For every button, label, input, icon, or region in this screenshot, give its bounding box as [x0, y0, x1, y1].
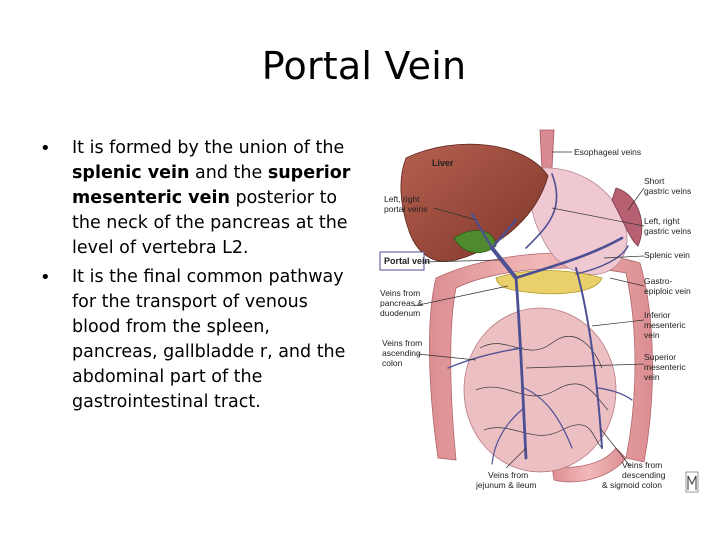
superior-mesenteric-vein-path [514, 276, 528, 460]
label-gastroepiploic-2: epiploic vein [644, 286, 691, 296]
slide-title: Portal Vein [261, 44, 467, 88]
sigmoid-colon-shape [551, 447, 627, 483]
label-inferior-mesenteric-1: Inferior [644, 310, 671, 320]
label-pancreas-veins-3: duodenum [380, 308, 420, 318]
label-inferior-mesenteric-3: vein [644, 330, 660, 340]
bullet-text: and the [189, 163, 268, 183]
leader-line [609, 277, 645, 287]
inferior-mesenteric-vein-path [575, 267, 603, 449]
leader-line [413, 285, 509, 307]
label-short-gastric-2: gastric veins [644, 186, 691, 196]
small-intestine-shape [463, 307, 617, 473]
large-intestine-shape [429, 252, 653, 463]
leader-line [599, 427, 631, 467]
label-superior-mesenteric-3: vein [644, 372, 660, 382]
leader-line [423, 259, 501, 263]
label-ascending-colon-1: Veins from [382, 338, 422, 348]
label-jejunum-ileum-1: Veins from [488, 470, 528, 480]
label-portal-veins-2: portal veins [384, 204, 427, 214]
label-superior-mesenteric-2: mesenteric [644, 362, 686, 372]
small-intestine-fold [483, 424, 603, 449]
spleen-shape [611, 187, 643, 247]
ascending-colon-vein-path [447, 347, 523, 369]
bold-term-splenic-vein: splenic vein [72, 163, 190, 183]
label-gastroepiploic-1: Gastro- [644, 276, 673, 286]
bullet-list: It is formed by the union of the splenic… [38, 136, 356, 419]
small-intestine-fold [475, 383, 609, 411]
portal-vein-illustration: Liver Esophageal veins Short gastric vei… [376, 128, 704, 500]
label-short-gastric-1: Short [644, 176, 665, 186]
label-descending-colon-3: & sigmoid colon [602, 480, 662, 490]
gastroepiploic-vein-path [575, 245, 629, 275]
splenic-vein-path [514, 236, 624, 280]
label-splenic-vein: Splenic vein [644, 250, 690, 260]
leader-line [525, 363, 645, 369]
leader-lines [413, 151, 645, 469]
label-descending-colon-1: Veins from [622, 460, 662, 470]
jejunal-vein-path [523, 387, 573, 449]
jejunal-vein-path [491, 407, 525, 465]
anatomy-diagram: Liver Esophageal veins Short gastric vei… [379, 129, 699, 493]
label-descending-colon-2: descending [622, 470, 666, 480]
label-inferior-mesenteric-2: mesenteric [644, 320, 686, 330]
bullet-text: It is formed by the union of the [72, 138, 345, 158]
leader-line [627, 187, 645, 211]
label-lr-gastric-1: Left, right [644, 216, 680, 226]
leader-line [551, 207, 645, 227]
esophagus-shape [539, 129, 555, 171]
portal-vein-label-box [379, 251, 425, 271]
label-portal-veins-1: Left, right [384, 194, 420, 204]
label-ascending-colon-3: colon [382, 358, 403, 368]
label-superior-mesenteric-1: Superior [644, 352, 676, 362]
gastric-vein-path [525, 173, 558, 249]
bullet-item-pathway: It is the final common pathway for the t… [38, 265, 356, 415]
label-liver: Liver [432, 158, 454, 168]
bold-term-superior-mesenteric-vein: superior mesenteric vein [72, 163, 351, 208]
bullet-text: posterior to the neck of the pancreas at… [72, 188, 348, 258]
leader-line [505, 447, 527, 469]
publisher-logo-mark [687, 475, 697, 490]
label-esophageal-veins: Esophageal veins [574, 147, 641, 157]
descending-colon-vein-path [597, 387, 633, 401]
label-pancreas-veins-1: Veins from [380, 288, 420, 298]
label-ascending-colon-2: ascending [382, 348, 421, 358]
leader-line [433, 207, 477, 221]
leader-line [603, 255, 645, 259]
bullet-item-formation: It is formed by the union of the splenic… [38, 136, 356, 261]
leader-line [417, 353, 477, 361]
label-jejunum-ileum-2: jejunum & ileum [475, 480, 536, 490]
leader-line [591, 319, 645, 327]
label-pancreas-veins-2: pancreas & [380, 298, 423, 308]
label-portal-vein: Portal vein [384, 256, 430, 266]
label-lr-gastric-2: gastric veins [644, 226, 691, 236]
portal-vein-trunk [490, 246, 518, 280]
